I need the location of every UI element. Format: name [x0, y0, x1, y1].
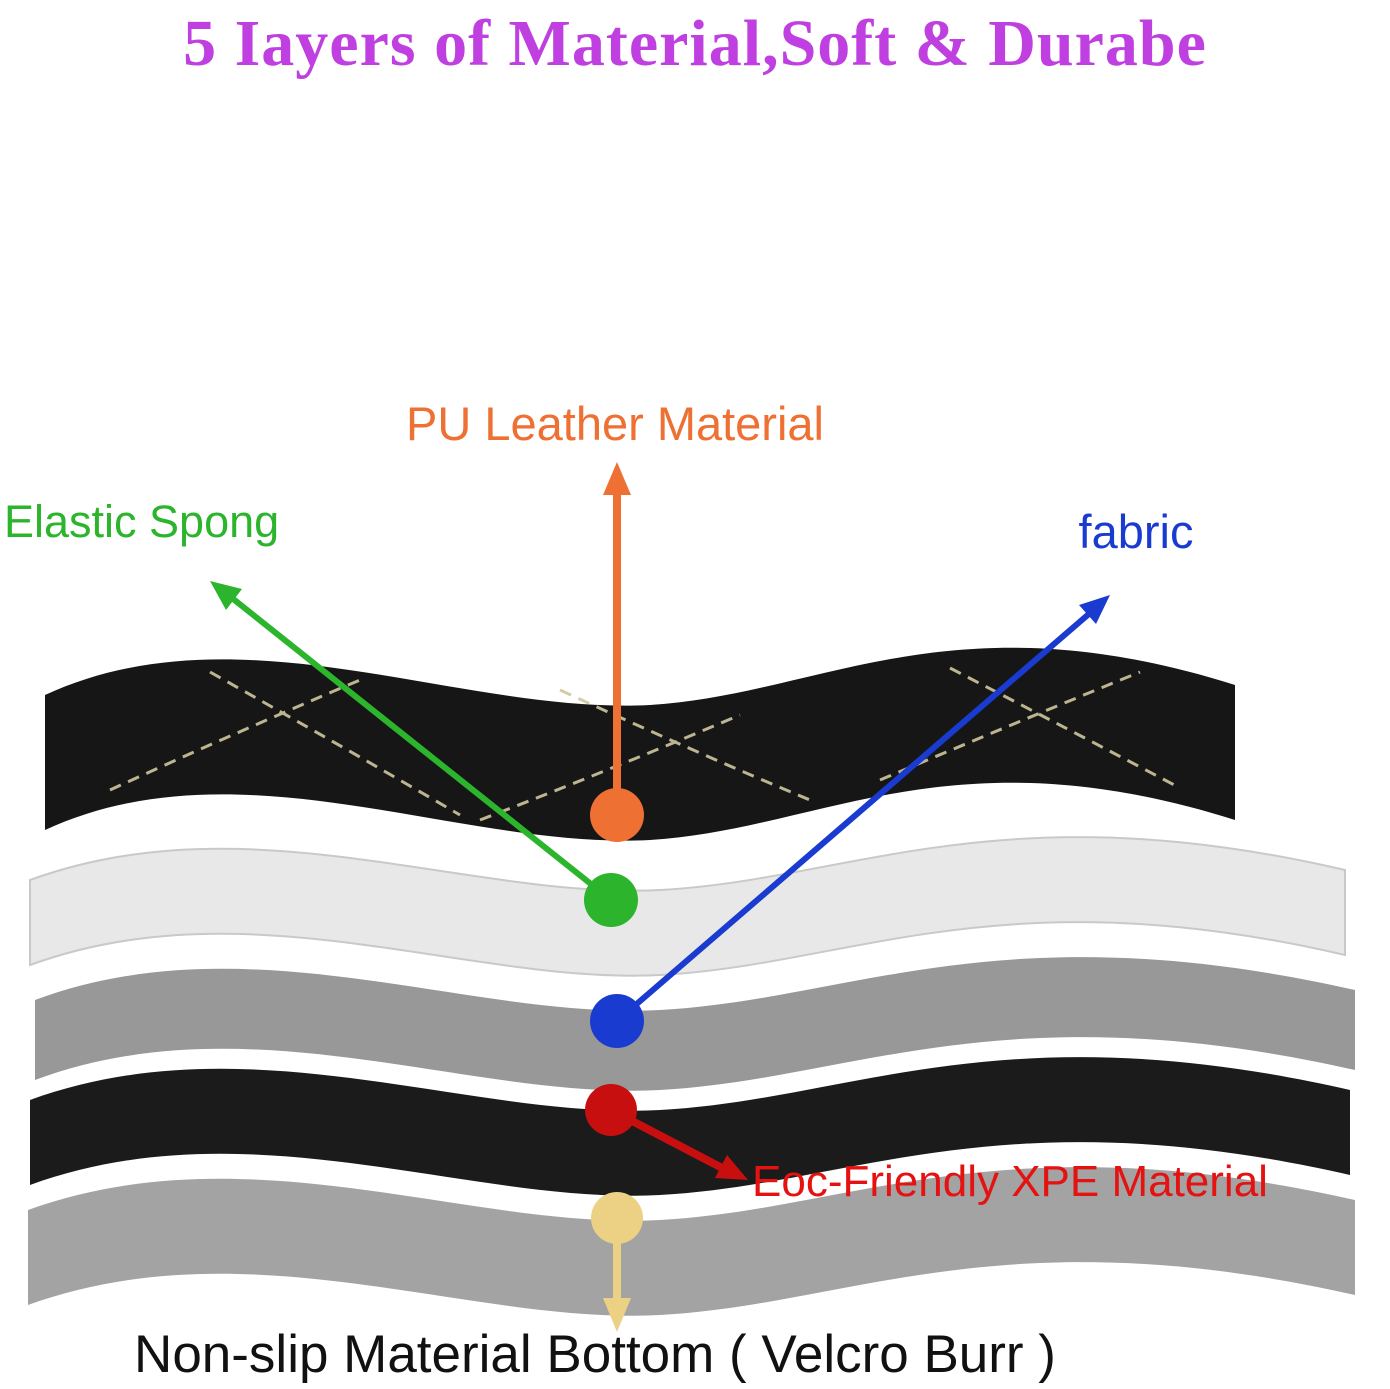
leather-stitching — [109, 666, 1181, 822]
label-pu-leather: PU Leather Material — [406, 397, 824, 450]
label-non-slip-bottom: Non-slip Material Bottom ( Velcro Burr ) — [134, 1325, 1056, 1384]
arrow-sponge-head — [210, 581, 242, 610]
layer-xpe-foam — [30, 1057, 1350, 1196]
marker-dot-pu-leather — [590, 788, 644, 842]
marker-dot-sponge — [584, 873, 638, 927]
layer-elastic-sponge — [29, 836, 1346, 977]
arrow-xpe-head — [715, 1155, 748, 1180]
layer-pu-leather — [45, 647, 1235, 841]
label-elastic-sponge: Elastic Spong — [4, 496, 280, 547]
layer-fabric — [35, 957, 1355, 1091]
page-title: 5 Iayers of Material,Soft & Durabe — [183, 7, 1207, 80]
label-fabric: fabric — [1078, 505, 1194, 558]
marker-dot-fabric — [590, 994, 644, 1048]
arrow-sponge-line — [230, 595, 613, 903]
layer-non-slip-bottom — [28, 1167, 1355, 1316]
marker-dot-xpe — [585, 1084, 637, 1136]
stitch-line — [209, 670, 461, 817]
arrow-fabric-head — [1079, 595, 1110, 624]
stitch-line — [879, 670, 1141, 782]
marker-dot-bottom — [591, 1192, 643, 1244]
arrow-bottom-head — [603, 1298, 631, 1332]
label-xpe-material: Eoc-Friendly XPE Material — [752, 1157, 1268, 1206]
stitch-line — [949, 666, 1181, 790]
arrow-fabric-line — [615, 610, 1092, 1024]
arrow-pu-leather-head — [603, 462, 631, 495]
stitch-line — [479, 713, 741, 822]
